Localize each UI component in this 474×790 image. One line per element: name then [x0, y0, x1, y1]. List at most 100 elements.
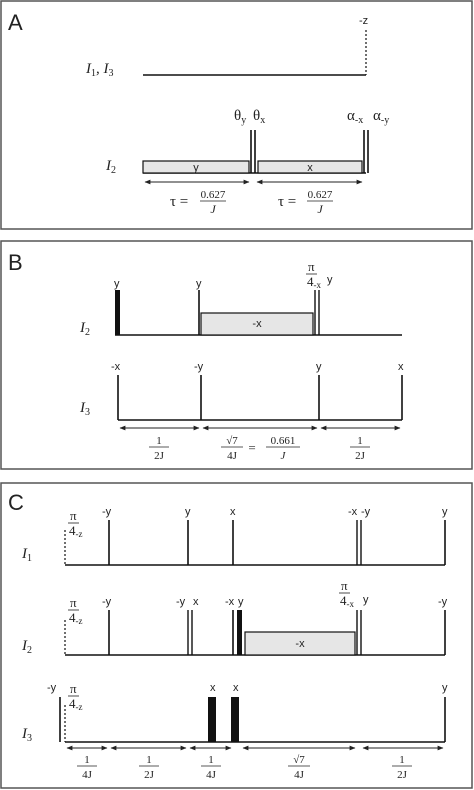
svg-text:4J: 4J — [206, 769, 217, 781]
spinlock-block-x — [257, 160, 363, 174]
panel-b: B I2 y y -x π 4-x y I3 -x -y y x — [0, 240, 473, 470]
label-i2-y-3: y — [327, 274, 333, 286]
label-i2-y-2: y — [363, 594, 369, 606]
label-i2-y: y — [238, 596, 244, 608]
svg-text:4-z: 4-z — [69, 696, 83, 712]
svg-text:π: π — [70, 681, 77, 696]
svg-text:4J: 4J — [82, 769, 93, 781]
label-i2-y-1: y — [114, 278, 120, 290]
label-i2-mx: -x — [225, 596, 235, 608]
svg-text:1: 1 — [84, 754, 90, 766]
label-theta-x: θx — [253, 108, 265, 126]
delay-label-4: √7 4J — [288, 754, 310, 781]
svg-text:J: J — [281, 450, 287, 462]
spinlock-label-mx: -x — [252, 318, 262, 330]
label-i2-my-end: -y — [438, 596, 448, 608]
panel-a-label: A — [8, 10, 23, 35]
svg-text:4-z: 4-z — [69, 610, 83, 626]
svg-text:1: 1 — [399, 754, 405, 766]
spinlock-label-x: x — [307, 162, 313, 174]
svg-text:1: 1 — [208, 754, 214, 766]
delay-label-1: 1 4J — [77, 754, 97, 781]
label-i1-mx: -x — [348, 506, 358, 518]
label-i2-pi4-mx: π 4-x — [306, 259, 321, 290]
svg-text:J: J — [317, 202, 323, 216]
panel-c: C I1 π 4-z -y y x -x -y y I2 π 4-z -y — [0, 482, 473, 789]
label-i3-x: x — [398, 361, 404, 373]
channel-label-i1-i3: I1, I3 — [85, 61, 114, 79]
pulse-i2-y-1 — [115, 290, 120, 335]
svg-text:2J: 2J — [397, 769, 408, 781]
label-theta-y: θy — [234, 108, 246, 126]
label-i2-pi4-mx: π 4-x — [339, 578, 354, 609]
svg-text:π: π — [341, 578, 348, 593]
label-i3-x-1: x — [210, 682, 216, 694]
svg-text:π: π — [308, 259, 315, 274]
svg-text:2J: 2J — [355, 450, 366, 462]
svg-text:τ =: τ = — [170, 194, 188, 210]
spinlock-block-mx — [200, 312, 314, 336]
label-i2-x: x — [193, 596, 199, 608]
channel-label-i2: I2 — [79, 320, 90, 338]
panel-a-frame — [0, 0, 473, 230]
delay-label-2: 1 2J — [139, 754, 159, 781]
label-i1-y-end: y — [442, 506, 448, 518]
svg-text:4-z: 4-z — [69, 523, 83, 539]
channel-label-i3: I3 — [79, 400, 90, 418]
spinlock-label-mx: -x — [295, 638, 305, 650]
panel-a: A I1, I3 -z I2 y x θy θx α-x α-y τ = 0.6… — [0, 0, 473, 230]
svg-text:0.627: 0.627 — [201, 189, 226, 201]
label-i1-my: -y — [102, 506, 112, 518]
label-alpha-my: α-y — [373, 108, 389, 126]
panel-c-label: C — [8, 490, 24, 515]
pulse-i3-x-1 — [208, 697, 216, 742]
svg-text:π: π — [70, 595, 77, 610]
delay-label-3: 1 4J — [201, 754, 221, 781]
pulse-i2-y-block — [237, 610, 242, 655]
delay-label-3: 1 2J — [350, 435, 370, 462]
svg-text:1: 1 — [357, 435, 363, 447]
svg-text:0.661: 0.661 — [271, 435, 296, 447]
panel-b-label: B — [8, 250, 23, 275]
svg-text:=: = — [248, 440, 255, 455]
svg-text:τ =: τ = — [278, 194, 296, 210]
label-i2-my: -y — [102, 596, 112, 608]
svg-text:4J: 4J — [294, 769, 305, 781]
svg-text:J: J — [210, 202, 216, 216]
delay-label-2: √7 4J = 0.661 J — [221, 435, 300, 462]
label-i1-y: y — [185, 506, 191, 518]
label-i3-y: y — [442, 682, 448, 694]
label-i3-y: y — [316, 361, 322, 373]
label-i2-my-2: -y — [176, 596, 186, 608]
svg-text:4-x: 4-x — [340, 593, 354, 609]
svg-text:0.627: 0.627 — [308, 189, 333, 201]
delay-label-tau-right: τ = 0.627 J — [278, 189, 333, 216]
label-i3-my: -y — [194, 361, 204, 373]
svg-text:1: 1 — [146, 754, 152, 766]
svg-text:4J: 4J — [227, 450, 238, 462]
gradient-label-z: -z — [359, 15, 368, 27]
label-i3-my: -y — [47, 682, 57, 694]
spinlock-label-y: y — [193, 162, 199, 174]
svg-text:π: π — [70, 508, 77, 523]
channel-label-i2: I2 — [21, 638, 32, 656]
label-i3-pi4-z: π 4-z — [68, 681, 83, 712]
svg-text:√7: √7 — [293, 754, 305, 766]
label-i2-pi4-z: π 4-z — [68, 595, 83, 626]
spinlock-block-mx — [244, 631, 356, 656]
pulse-i3-x-2 — [231, 697, 239, 742]
channel-label-i2: I2 — [105, 158, 116, 176]
channel-label-i1: I1 — [21, 546, 32, 564]
label-i2-y-2: y — [196, 278, 202, 290]
delay-label-1: 1 2J — [149, 435, 169, 462]
panel-c-frame — [0, 482, 473, 789]
spinlock-block-y — [142, 160, 250, 174]
svg-text:√7: √7 — [226, 435, 238, 447]
svg-text:2J: 2J — [154, 450, 165, 462]
label-alpha-mx: α-x — [347, 108, 363, 126]
label-i3-x-2: x — [233, 682, 239, 694]
svg-text:1: 1 — [156, 435, 162, 447]
label-i1-pi4-z: π 4-z — [68, 508, 83, 539]
label-i3-mx: -x — [111, 361, 121, 373]
